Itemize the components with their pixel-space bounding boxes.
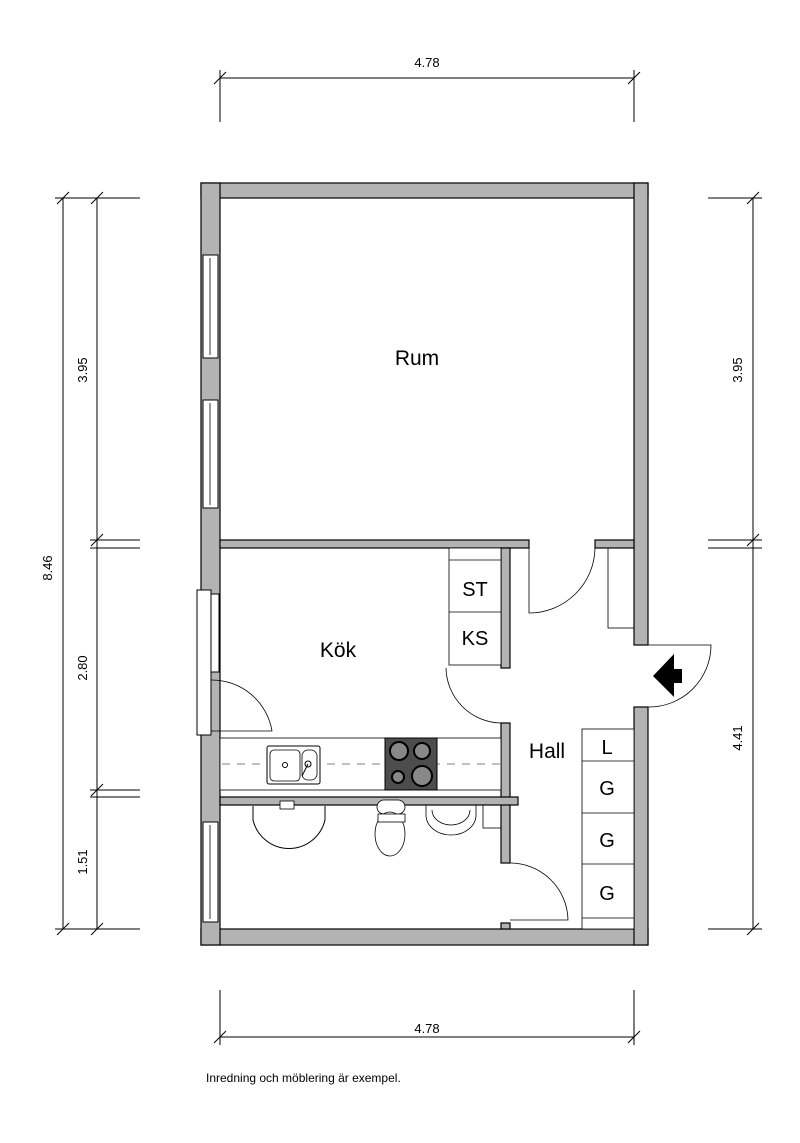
disclaimer-note: Inredning och möblering är exempel.: [206, 1071, 401, 1085]
dimension-right: 3.95 4.41: [708, 191, 762, 936]
dimension-top: 4.78: [213, 55, 641, 122]
dimension-label: 3.95: [75, 357, 90, 382]
room-label-hall: Hall: [529, 740, 565, 763]
shower-icon: [252, 806, 326, 849]
fixture-st-label: ST: [462, 579, 488, 601]
dimension-label: 1.51: [75, 849, 90, 874]
dimension-bottom: 4.78: [213, 990, 641, 1045]
sink-icon: [266, 745, 321, 785]
dimension-label: 4.78: [414, 55, 439, 70]
dimension-left: 8.46 3.95 2.80 1.51: [40, 191, 140, 936]
dimension-label: 4.41: [730, 725, 745, 750]
dimension-label: 2.80: [75, 655, 90, 680]
room-label-kok: Kök: [320, 639, 357, 662]
dimension-label: 8.46: [40, 555, 55, 580]
bathroom-fixtures: [252, 799, 502, 857]
fixture-g-label: G: [599, 778, 615, 800]
fixture-l-label: L: [601, 737, 612, 759]
fixture-ks-label: KS: [462, 628, 489, 650]
entrance-arrow-icon: [653, 654, 682, 697]
dimension-label: 3.95: [730, 357, 745, 382]
hall-storage: L G G G: [581, 728, 635, 930]
kitchen-fixtures: ST KS: [219, 547, 502, 791]
fixture-g-label: G: [599, 830, 615, 852]
toilet-icon: [374, 799, 406, 857]
doors: [210, 547, 712, 921]
dimension-label: 4.78: [414, 1021, 439, 1036]
fixture-g-label: G: [599, 883, 615, 905]
stove-icon: [384, 737, 438, 791]
walls: [200, 182, 649, 946]
room-label-rum: Rum: [395, 347, 439, 370]
washbasin-icon: [425, 805, 477, 836]
windows: [196, 254, 220, 923]
